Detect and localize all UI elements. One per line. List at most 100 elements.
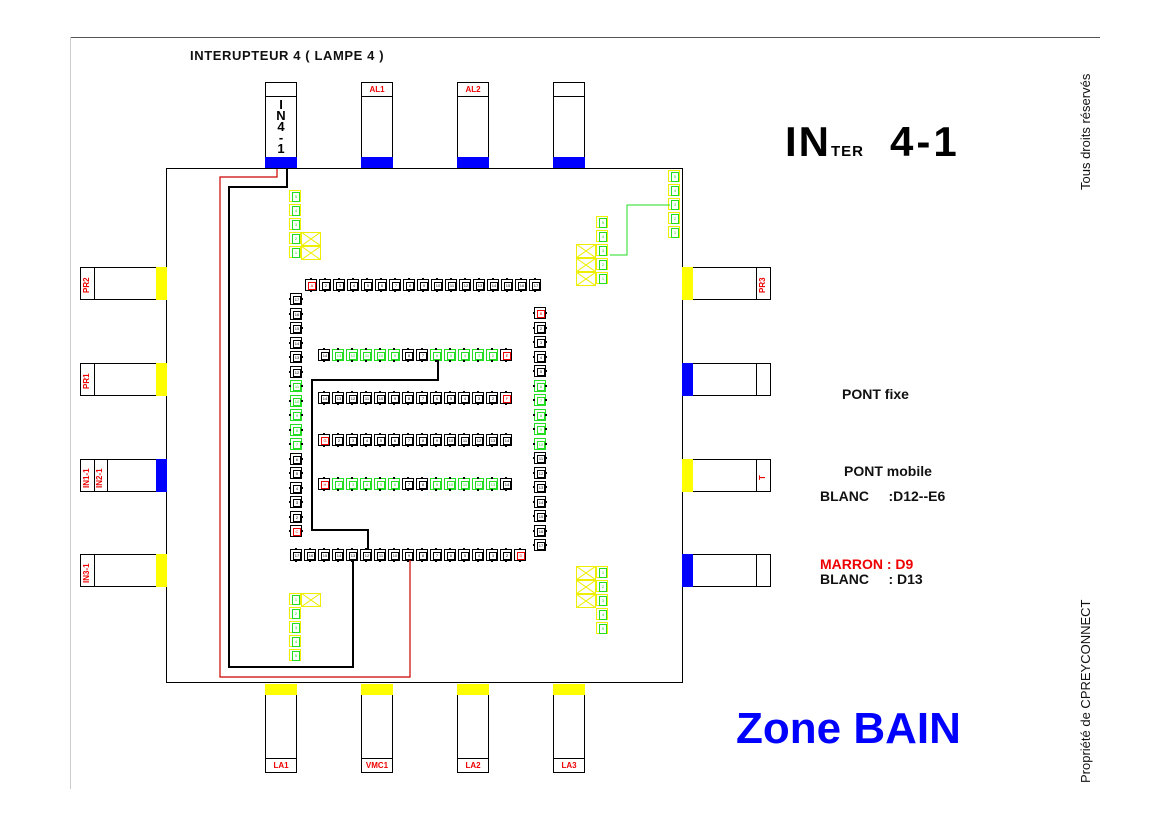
terminal-9[interactable]: 9 bbox=[388, 348, 400, 362]
side-terminal-5[interactable]: 5 bbox=[596, 622, 608, 634]
terminal-14[interactable]: 14 bbox=[500, 433, 512, 447]
side-terminal-4[interactable]: 4 bbox=[596, 230, 608, 242]
terminal-14[interactable]: 14 bbox=[289, 336, 303, 349]
terminal-15[interactable]: 15 bbox=[501, 278, 513, 292]
module-bottom-3[interactable]: LA2 bbox=[457, 684, 489, 773]
terminal-5[interactable]: 5 bbox=[289, 467, 303, 479]
terminal-9[interactable]: 9 bbox=[430, 433, 442, 447]
terminal-14[interactable]: 14 bbox=[332, 548, 344, 562]
terminal-10[interactable]: 10 bbox=[431, 278, 443, 292]
terminal-9[interactable]: 9 bbox=[417, 278, 429, 292]
terminal-17[interactable]: 17 bbox=[289, 293, 303, 305]
terminal-2[interactable]: 2 bbox=[332, 433, 344, 447]
terminal-6[interactable]: 6 bbox=[388, 433, 400, 447]
module-top-4[interactable] bbox=[553, 82, 585, 169]
terminal-17[interactable]: 17 bbox=[533, 539, 547, 551]
terminal-13[interactable]: 13 bbox=[486, 477, 498, 491]
side-terminal-2[interactable]: 2 bbox=[289, 232, 301, 244]
terminal-3[interactable]: 3 bbox=[533, 336, 547, 348]
side-terminal-1[interactable]: 1 bbox=[289, 246, 301, 258]
side-terminal-4[interactable]: 4 bbox=[668, 184, 680, 196]
terminal-2[interactable]: 2 bbox=[500, 548, 512, 562]
terminal-11[interactable]: 11 bbox=[533, 452, 547, 464]
module-top-3[interactable]: AL2 bbox=[457, 82, 489, 169]
side-terminal-3[interactable]: 3 bbox=[289, 218, 301, 230]
side-terminal-5[interactable]: 5 bbox=[596, 216, 608, 228]
terminal-5[interactable]: 5 bbox=[374, 433, 386, 447]
terminal-7[interactable]: 7 bbox=[430, 548, 442, 562]
module-right-3[interactable]: T bbox=[682, 459, 771, 492]
terminal-14[interactable]: 14 bbox=[318, 348, 330, 362]
terminal-B[interactable]: B bbox=[533, 307, 547, 319]
module-bottom-2[interactable]: VMC1 bbox=[361, 684, 393, 773]
terminal-4[interactable]: 4 bbox=[533, 350, 547, 363]
terminal-11[interactable]: 11 bbox=[445, 278, 457, 292]
terminal-2[interactable]: 2 bbox=[319, 278, 331, 292]
terminal-12[interactable]: 12 bbox=[472, 433, 484, 447]
side-terminal-4[interactable]: 4 bbox=[289, 204, 301, 216]
terminal-17[interactable]: 17 bbox=[529, 278, 541, 292]
terminal-8[interactable]: 8 bbox=[416, 548, 428, 562]
terminal-14[interactable]: 14 bbox=[318, 391, 330, 405]
terminal-7[interactable]: 7 bbox=[416, 348, 428, 362]
module-right-1[interactable]: PR3 bbox=[682, 267, 771, 300]
terminal-3[interactable]: 3 bbox=[289, 496, 303, 508]
terminal-6[interactable]: 6 bbox=[375, 278, 387, 292]
module-left-2[interactable]: PR1 bbox=[80, 363, 167, 396]
terminal-4[interactable]: 4 bbox=[360, 433, 372, 447]
terminal-15[interactable]: 15 bbox=[318, 548, 330, 562]
terminal-8[interactable]: 8 bbox=[416, 433, 428, 447]
side-terminal-3[interactable]: 3 bbox=[289, 621, 301, 633]
terminal-9[interactable]: 9 bbox=[402, 548, 414, 562]
side-terminal-3[interactable]: 3 bbox=[596, 594, 608, 606]
terminal-7[interactable]: 7 bbox=[402, 477, 414, 491]
terminal-11[interactable]: 11 bbox=[374, 548, 386, 562]
terminal-6[interactable]: 6 bbox=[289, 452, 303, 465]
terminal-14[interactable]: 14 bbox=[500, 477, 512, 491]
module-top-2[interactable]: AL1 bbox=[361, 82, 393, 169]
terminal-9[interactable]: 9 bbox=[388, 391, 400, 405]
terminal-12[interactable]: 12 bbox=[472, 477, 484, 491]
terminal-4[interactable]: 4 bbox=[360, 477, 372, 491]
terminal-9[interactable]: 9 bbox=[289, 409, 303, 421]
module-left-1[interactable]: PR2 bbox=[80, 267, 167, 300]
terminal-16[interactable]: 16 bbox=[289, 307, 303, 320]
terminal-10[interactable]: 10 bbox=[388, 548, 400, 562]
side-terminal-2[interactable]: 2 bbox=[596, 580, 608, 592]
side-terminal-1[interactable]: 1 bbox=[289, 593, 301, 605]
module-right-4[interactable] bbox=[682, 554, 771, 587]
terminal-3[interactable]: 3 bbox=[346, 477, 358, 491]
terminal-12[interactable]: 12 bbox=[533, 466, 547, 479]
terminal-5[interactable]: 5 bbox=[458, 548, 470, 562]
terminal-4[interactable]: 4 bbox=[472, 548, 484, 562]
terminal-4[interactable]: 4 bbox=[458, 391, 470, 405]
terminal-16[interactable]: 16 bbox=[515, 278, 527, 292]
terminal-14[interactable]: 14 bbox=[533, 495, 547, 508]
terminal-9[interactable]: 9 bbox=[533, 423, 547, 435]
terminal-12[interactable]: 12 bbox=[360, 548, 372, 562]
terminal-8[interactable]: 8 bbox=[289, 423, 303, 436]
terminal-7[interactable]: 7 bbox=[533, 394, 547, 406]
terminal-15[interactable]: 15 bbox=[289, 322, 303, 334]
terminal-3[interactable]: 3 bbox=[346, 433, 358, 447]
terminal-3[interactable]: 3 bbox=[333, 278, 345, 292]
terminal-2[interactable]: 2 bbox=[332, 477, 344, 491]
terminal-8[interactable]: 8 bbox=[416, 477, 428, 491]
side-terminal-1[interactable]: 1 bbox=[668, 226, 680, 238]
terminal-4[interactable]: 4 bbox=[289, 481, 303, 494]
terminal-11[interactable]: 11 bbox=[458, 477, 470, 491]
side-terminal-3[interactable]: 3 bbox=[596, 244, 608, 256]
terminal-F[interactable]: F bbox=[500, 391, 512, 405]
terminal-9[interactable]: 9 bbox=[430, 477, 442, 491]
terminal-8[interactable]: 8 bbox=[402, 391, 414, 405]
terminal-13[interactable]: 13 bbox=[486, 433, 498, 447]
terminal-G[interactable]: G bbox=[318, 433, 330, 447]
module-bottom-1[interactable]: LA1 bbox=[265, 684, 297, 773]
terminal-15[interactable]: 15 bbox=[533, 510, 547, 522]
terminal-8[interactable]: 8 bbox=[533, 408, 547, 421]
terminal-E[interactable]: E bbox=[500, 348, 512, 362]
side-terminal-2[interactable]: 2 bbox=[596, 258, 608, 270]
side-terminal-4[interactable]: 4 bbox=[596, 608, 608, 620]
terminal-A[interactable]: A bbox=[305, 278, 317, 292]
